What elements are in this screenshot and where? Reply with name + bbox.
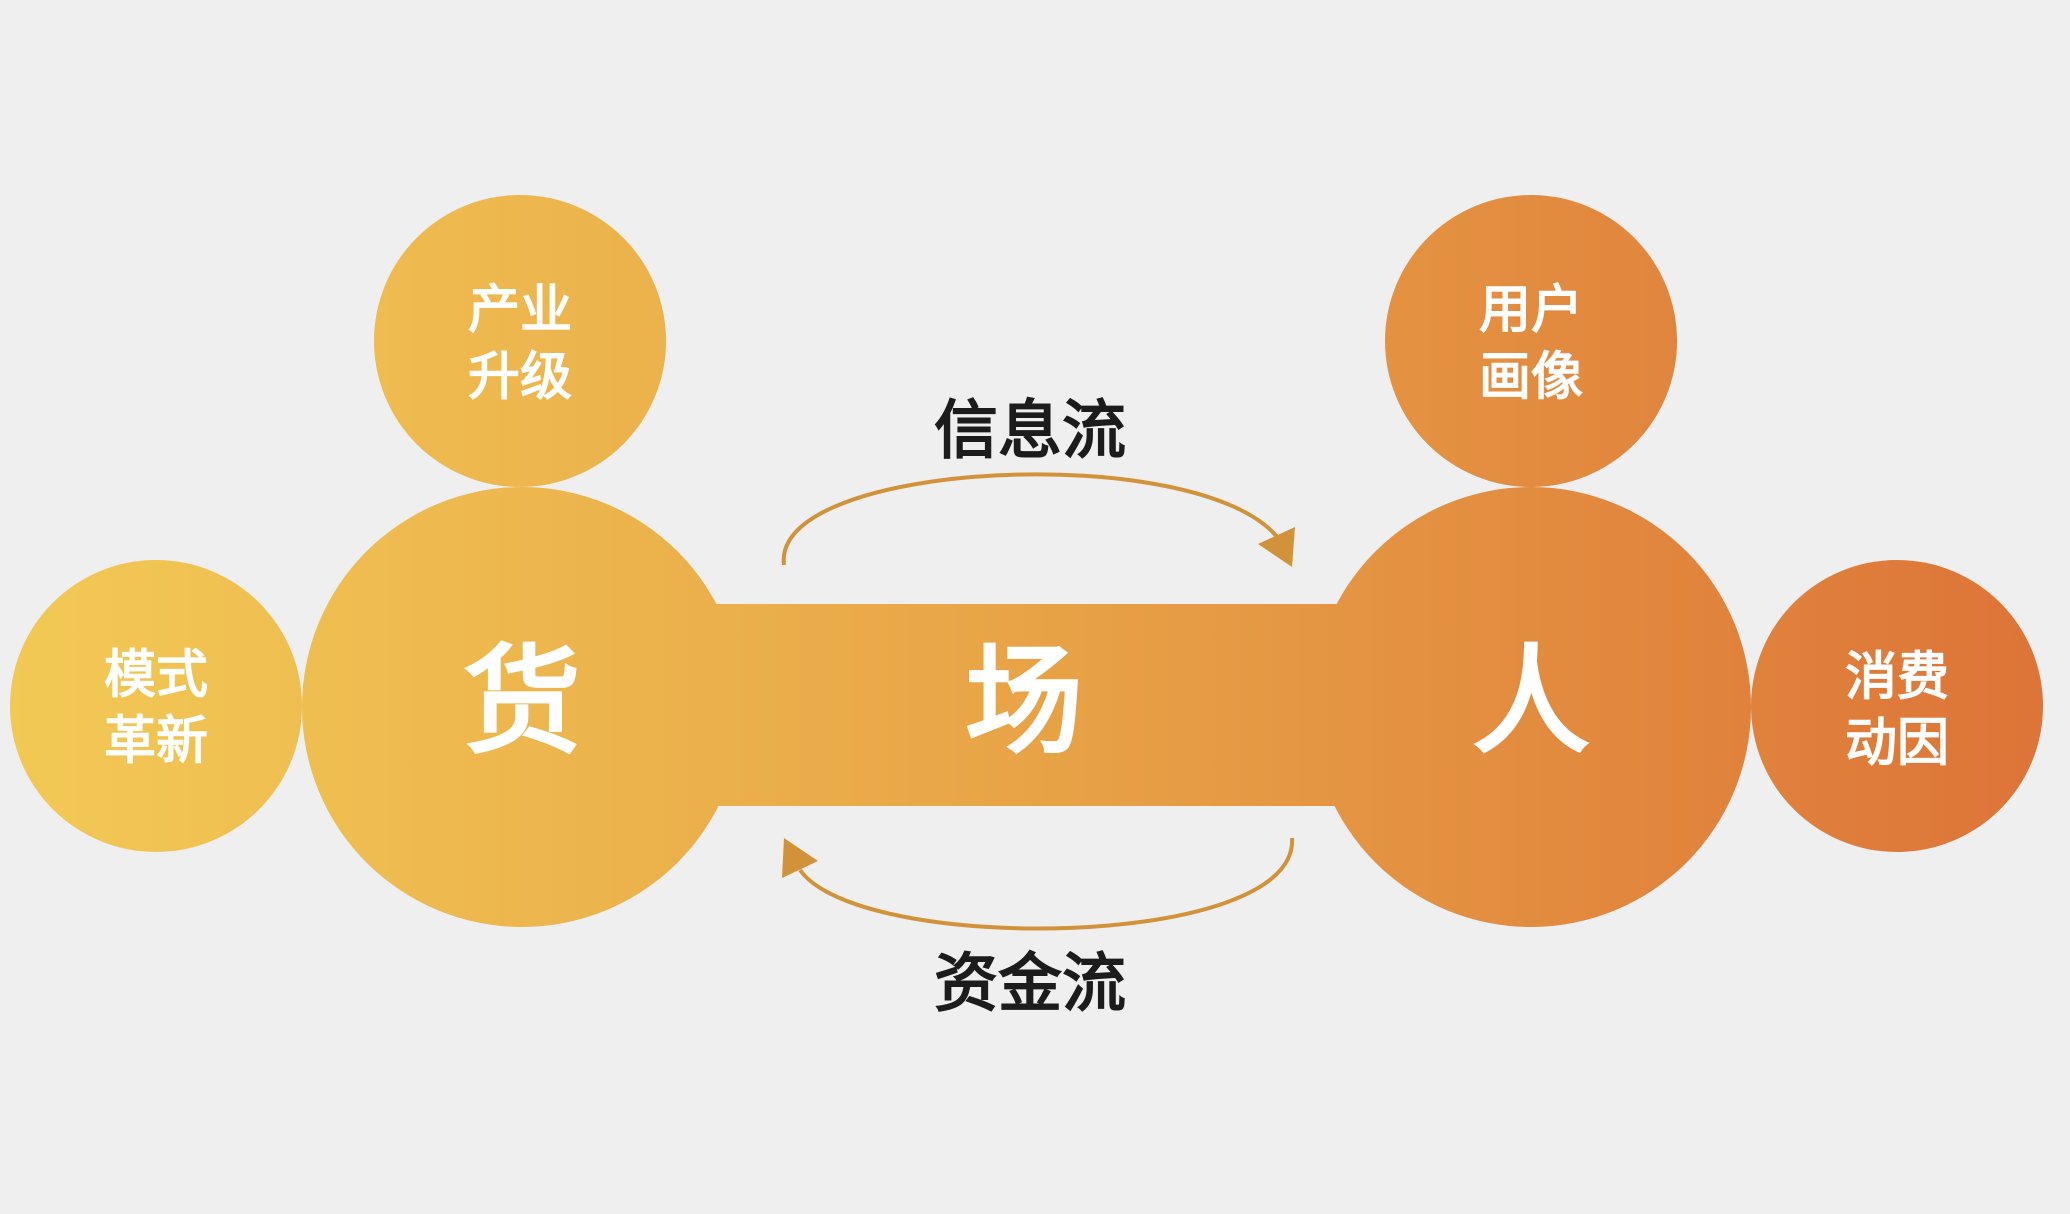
field-bar <box>700 604 1350 806</box>
diagram-shapes <box>10 195 2043 927</box>
information-flow-arrow <box>781 472 1295 567</box>
industry-upgrade-label-line1: 产业 <box>468 280 572 341</box>
goods-circle <box>302 487 742 927</box>
user-profile-label-line1: 用户 <box>1479 280 1583 341</box>
person-circle <box>1311 487 1751 927</box>
consumption-motive-circle <box>1751 560 2043 852</box>
capital-flow-arrowhead <box>782 838 818 878</box>
industry-upgrade-label-line2: 升级 <box>468 347 572 408</box>
capital-flow-label: 资金流 <box>934 947 1126 1022</box>
model-innovation-label-line2: 革新 <box>104 711 208 772</box>
capital-flow-curve <box>798 837 1295 931</box>
consumption-motive-label-line2: 动因 <box>1845 713 1949 774</box>
model-innovation-label-line1: 模式 <box>104 645 208 706</box>
information-flow-arrowhead <box>1258 527 1295 567</box>
information-flow-curve <box>781 472 1280 566</box>
consumption-motive-label-line1: 消费 <box>1845 647 1949 708</box>
user-profile-circle <box>1385 195 1677 487</box>
capital-flow-arrow <box>782 837 1295 931</box>
goods-label: 货 <box>463 632 581 771</box>
industry-upgrade-circle <box>374 195 666 487</box>
model-innovation-circle <box>10 560 302 852</box>
person-label: 人 <box>1472 632 1590 771</box>
user-profile-label-line2: 画像 <box>1479 347 1583 408</box>
information-flow-label: 信息流 <box>934 394 1126 469</box>
field-label: 场 <box>965 632 1083 771</box>
